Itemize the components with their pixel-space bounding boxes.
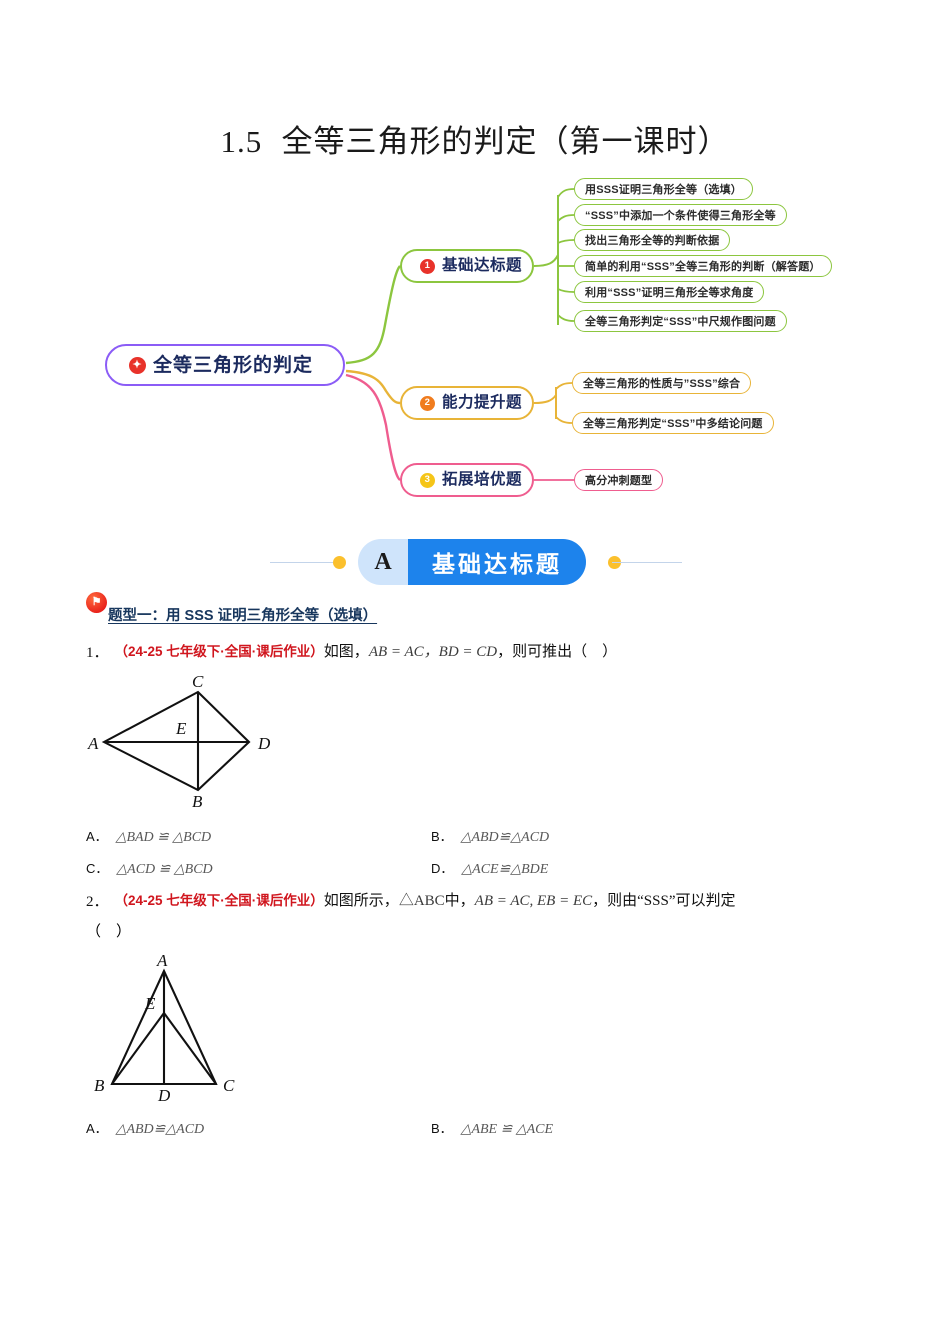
question-2-option-a[interactable]: A． △ABD≌△ACD (86, 1118, 431, 1138)
branch-badge-3: 3 (420, 472, 435, 488)
question-2-number: 2． (86, 894, 109, 911)
star-icon: ✦ (129, 356, 146, 374)
svg-text:D: D (257, 734, 271, 753)
branch-badge-1: 1 (420, 258, 435, 274)
mindmap-leaf-3-1[interactable]: 高分冲刺题型 (574, 469, 664, 491)
mindmap-leaf-1-4[interactable]: 简单的利用“SSS”全等三角形的判断（解答题） (574, 255, 832, 277)
svg-text:C: C (192, 674, 204, 691)
mindmap-root-label: 全等三角形的判定 (153, 354, 314, 376)
mindmap: ✦ 全等三角形的判定 1 基础达标题 2 能力提升题 3 拓展培优题 用SSS证… (80, 175, 880, 515)
mindmap-leaf-2-1[interactable]: 全等三角形的性质与”SSS”综合 (572, 372, 752, 394)
question-2-stem-continued: （ ） (86, 923, 132, 940)
svg-text:C: C (223, 1076, 235, 1095)
question-2-option-row-1: A． △ABD≌△ACD B． △ABE ≌ △ACE (86, 1118, 876, 1138)
question-1-stem-after: ，则可推出（ ） (497, 644, 618, 660)
mindmap-leaf-2-2[interactable]: 全等三角形判定“SSS”中多结论问题 (572, 412, 774, 434)
mindmap-branch-3[interactable]: 3 拓展培优题 (400, 463, 534, 497)
question-2-option-b[interactable]: B． △ABE ≌ △ACE (431, 1118, 776, 1138)
banner-letter: A (358, 539, 408, 585)
option-b-value: △ABD≌△ACD (460, 830, 550, 846)
option-b-label: B． (431, 1120, 453, 1136)
page-title: 1.5 全等三角形的判定（第一课时） (0, 116, 950, 161)
question-1-option-c[interactable]: C． △ACD ≌ △BCD (86, 858, 431, 878)
question-1-stem-before: 如图， (323, 644, 369, 660)
question-type-label: 题型一：用 SSS 证明三角形全等（选填） (108, 608, 378, 624)
question-1-option-b[interactable]: B． △ABD≌△ACD (431, 826, 776, 846)
mindmap-leaf-1-5[interactable]: 利用“SSS”证明三角形全等求角度 (574, 281, 765, 303)
branch-label-1: 基础达标题 (442, 257, 523, 275)
svg-text:B: B (94, 1076, 105, 1095)
question-2-given: AB = AC, EB = EC (474, 893, 593, 910)
question-1-stem: （24-25 七年级下·全国·课后作业）如图，AB = AC，BD = CD，则… (115, 641, 876, 664)
mindmap-branch-2[interactable]: 2 能力提升题 (400, 386, 534, 420)
title-text: 全等三角形的判定（第一课时） (281, 124, 730, 159)
svg-text:E: E (144, 994, 156, 1013)
question-type-heading: ⚑ 题型一：用 SSS 证明三角形全等（选填） (86, 592, 876, 625)
question-2-triangle: △ABC (398, 893, 445, 910)
title-number: 1.5 (220, 124, 263, 159)
question-1-number: 1． (86, 645, 109, 661)
banner-label: 基础达标题 (408, 539, 586, 585)
question-1-option-a[interactable]: A． △BAD ≌ △BCD (86, 826, 431, 846)
question-2: 2． （24-25 七年级下·全国·课后作业）如图所示，△ABC中，AB = A… (86, 890, 876, 1137)
question-2-stem-middle: 中， (444, 893, 475, 910)
banner-pill: A 基础达标题 (358, 539, 586, 585)
isosceles-triangle-abc-with-point-e: A E B D C (94, 951, 235, 1105)
question-1-figure: A C D B E (86, 672, 876, 814)
mindmap-leaf-1-6[interactable]: 全等三角形判定“SSS”中尺规作图问题 (574, 310, 787, 332)
banner-dot-left (333, 556, 346, 569)
mindmap-connectors (345, 188, 575, 481)
question-2-stem-after: ，则由“SSS”可以判定 (592, 893, 736, 910)
branch-label-3: 拓展培优题 (442, 471, 523, 489)
question-2-stem-before: 如图所示， (323, 893, 399, 910)
question-2-options: A． △ABD≌△ACD B． △ABE ≌ △ACE (86, 1118, 876, 1138)
question-2-source: （24-25 七年级下·全国·课后作业） (114, 893, 324, 909)
flag-icon: ⚑ (86, 592, 107, 613)
question-2-stem: （24-25 七年级下·全国·课后作业）如图所示，△ABC中，AB = AC, … (115, 890, 876, 913)
option-c-value: △ACD ≌ △BCD (116, 862, 213, 878)
option-b-value: △ABE ≌ △ACE (460, 1121, 554, 1137)
question-1-given: AB = AC，BD = CD (368, 644, 498, 660)
svg-text:A: A (156, 951, 168, 970)
svg-text:B: B (192, 792, 203, 809)
branch-label-2: 能力提升题 (442, 394, 523, 412)
svg-text:E: E (175, 719, 187, 738)
mindmap-root-node[interactable]: ✦ 全等三角形的判定 (105, 344, 345, 386)
banner-line-left (270, 562, 340, 564)
option-a-label: A． (86, 1120, 108, 1136)
question-2-figure: A E B D C (86, 951, 876, 1106)
svg-text:D: D (157, 1086, 171, 1101)
question-1: 1． （24-25 七年级下·全国·课后作业）如图，AB = AC，BD = C… (86, 641, 876, 878)
question-1-option-row-1: A． △BAD ≌ △BCD B． △ABD≌△ACD (86, 826, 876, 846)
branch-badge-2: 2 (420, 395, 435, 411)
option-d-label: D． (431, 861, 454, 877)
option-a-value: △BAD ≌ △BCD (115, 830, 212, 846)
option-a-value: △ABD≌△ACD (115, 1121, 205, 1137)
section-banner: A 基础达标题 (0, 538, 950, 586)
banner-line-right (612, 562, 682, 564)
quadrilateral-acdb-with-diagonals: A C D B E (87, 672, 271, 811)
question-1-option-d[interactable]: D． △ACE≌△BDE (431, 858, 776, 878)
question-1-option-row-2: C． △ACD ≌ △BCD D． △ACE≌△BDE (86, 858, 876, 878)
option-d-value: △ACE≌△BDE (461, 862, 549, 878)
svg-text:A: A (87, 734, 99, 753)
option-c-label: C． (86, 861, 109, 877)
mindmap-leaf-1-3[interactable]: 找出三角形全等的判断依据 (574, 229, 731, 251)
mindmap-branch-1[interactable]: 1 基础达标题 (400, 249, 534, 283)
option-a-label: A． (86, 829, 108, 845)
mindmap-leaf-1-1[interactable]: 用SSS证明三角形全等（选填） (574, 178, 754, 200)
document-body: ⚑ 题型一：用 SSS 证明三角形全等（选填） 1． （24-25 七年级下·全… (86, 592, 876, 1150)
option-b-label: B． (431, 829, 453, 845)
mindmap-leaf-1-2[interactable]: “SSS”中添加一个条件使得三角形全等 (574, 204, 787, 226)
question-1-options: A． △BAD ≌ △BCD B． △ABD≌△ACD C． △ACD ≌ △B… (86, 826, 876, 878)
question-1-source: （24-25 七年级下·全国·课后作业） (114, 644, 324, 659)
